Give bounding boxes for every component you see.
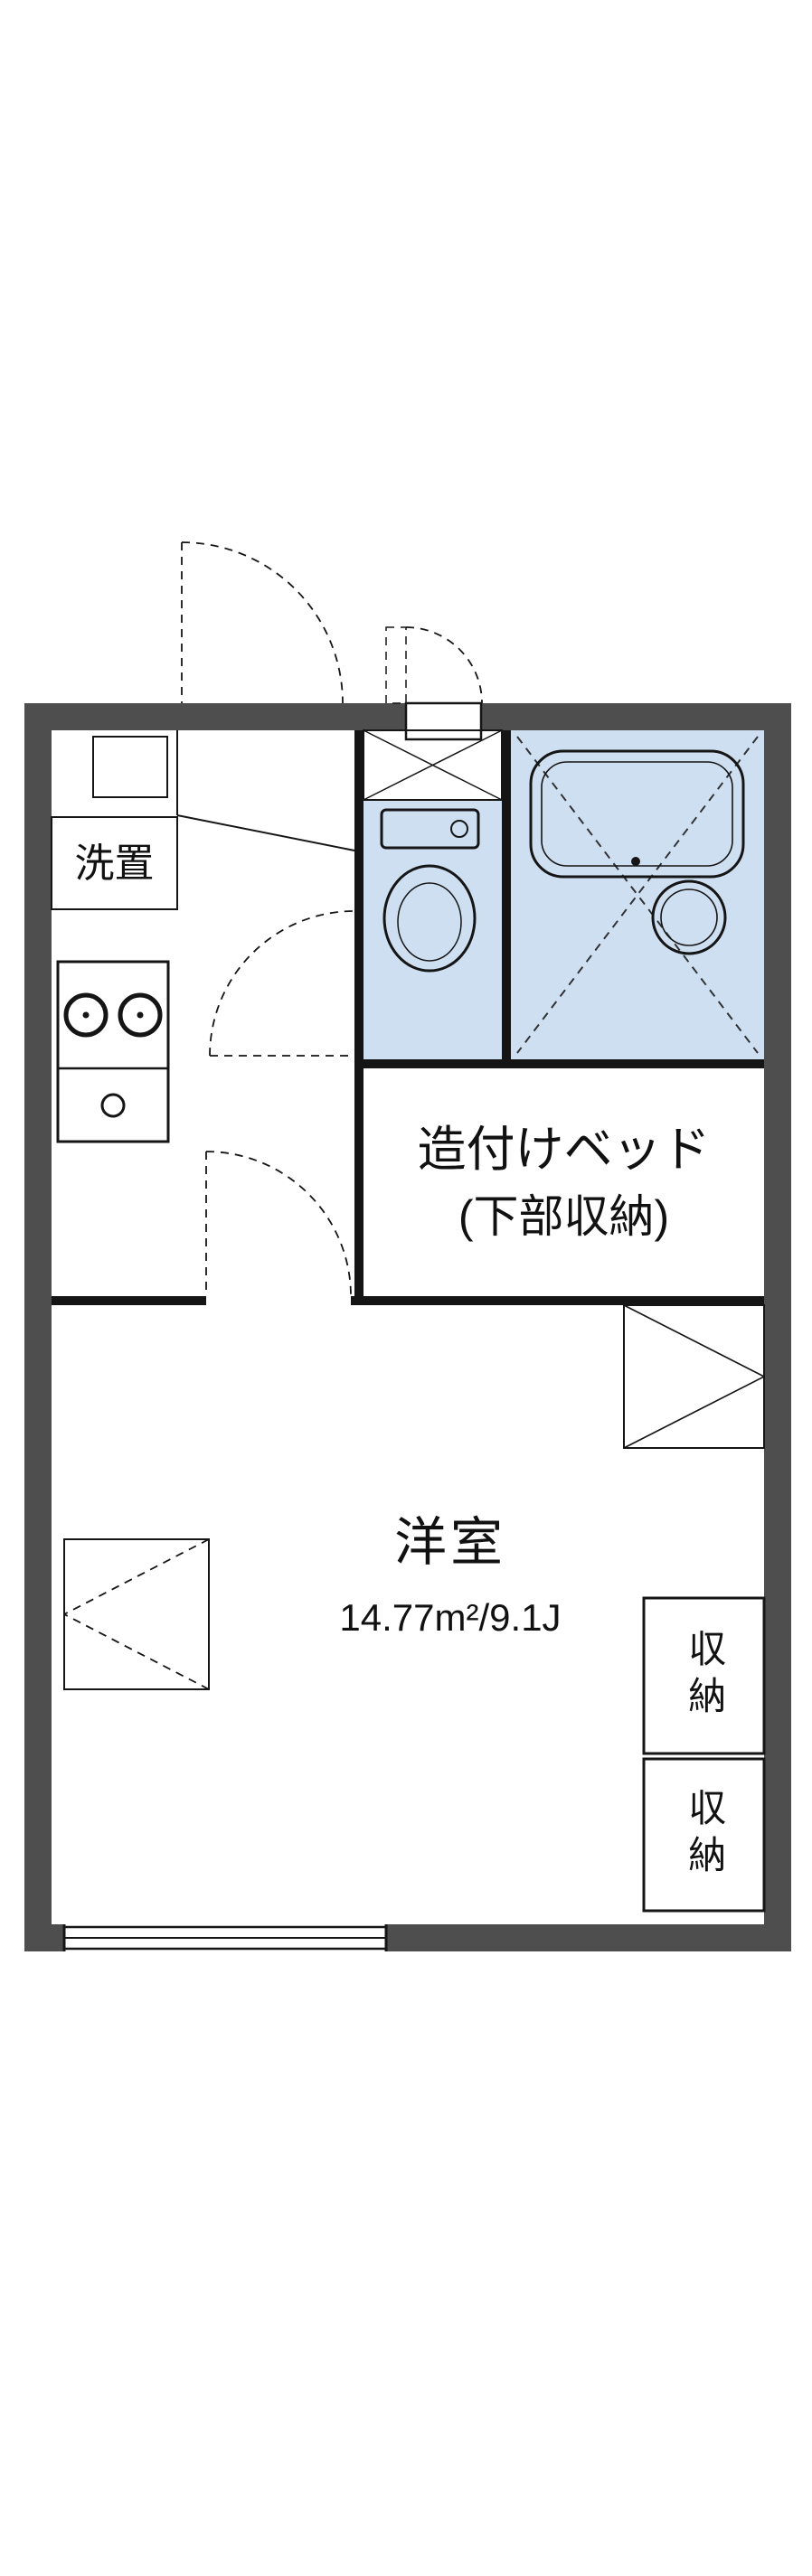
- built-in-bed-line2: (下部収納): [458, 1190, 670, 1242]
- toilet-door-swing: [209, 910, 355, 1057]
- closet-door: [623, 1304, 765, 1449]
- floor-plan-drawing: [24, 541, 791, 1951]
- laundry-box: [51, 816, 178, 910]
- step-line: [176, 730, 355, 851]
- floor-plan: 洗置 造付けベッド (下部収納) 洋室 14.77m²/9.1J 収納 収納: [24, 539, 791, 1951]
- storage-lower-box: [642, 1757, 766, 1913]
- storage-upper-box: [642, 1596, 766, 1755]
- bath-room: [511, 730, 764, 1059]
- shoe-cabinet: [92, 736, 168, 798]
- storage-lower-text: 収納: [683, 1788, 726, 1882]
- room-area-label: 14.77m²/9.1J: [339, 1595, 562, 1639]
- built-in-bed-label: 造付けベッド (下部収納): [364, 1068, 764, 1296]
- interior-door-swing: [205, 1151, 352, 1297]
- storage-upper-label: 収納: [644, 1598, 764, 1753]
- toilet-icon: [380, 808, 480, 973]
- desk-box: [63, 1538, 210, 1690]
- kitchen-stove-icon: [56, 960, 170, 1143]
- interior-wall: [52, 730, 764, 1305]
- entry-door-swing: [181, 541, 483, 704]
- bathtub-icon: [529, 749, 745, 879]
- washer-pan-icon: [363, 729, 503, 801]
- laundry-label: 洗置: [74, 841, 155, 886]
- built-in-bed-line1: 造付けベッド: [417, 1123, 711, 1177]
- entrance-porch: [404, 701, 483, 741]
- storage-upper-text: 収納: [683, 1629, 726, 1723]
- outer-wall: [24, 703, 791, 1951]
- room-name-label: 洋室: [393, 1512, 506, 1572]
- washbasin-icon: [651, 879, 727, 955]
- storage-lower-label: 収納: [644, 1759, 764, 1911]
- window-bottom: [62, 1924, 388, 1951]
